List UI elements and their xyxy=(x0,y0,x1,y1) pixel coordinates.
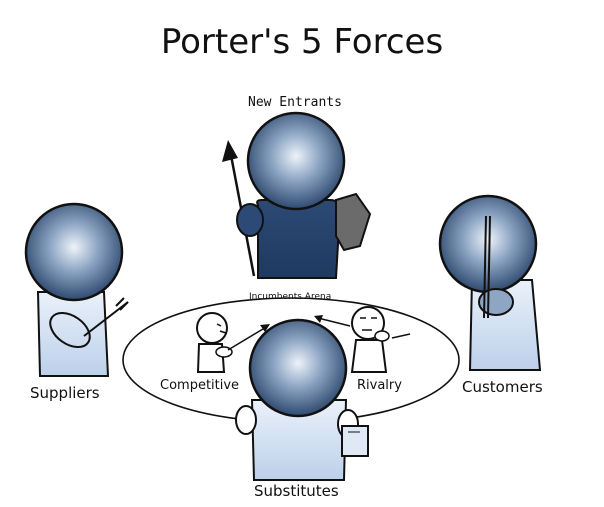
label-suppliers: Suppliers xyxy=(30,384,100,402)
rival-left-figure xyxy=(196,312,270,373)
label-competitive: Competitive xyxy=(160,378,240,393)
new-entrants-figure xyxy=(222,111,372,279)
label-incumbents-arena: Incumbents Arena xyxy=(249,292,332,302)
label-customers: Customers xyxy=(462,378,543,396)
label-rivalry: Rivalry xyxy=(357,378,402,393)
diagram-title: Porter's 5 Forces xyxy=(160,22,444,62)
label-substitutes: Substitutes xyxy=(254,482,339,500)
customers-figure xyxy=(438,194,542,371)
rival-right-figure xyxy=(314,306,411,373)
label-new-entrants: New Entrants xyxy=(248,95,342,110)
suppliers-figure xyxy=(24,202,129,377)
substitutes-figure xyxy=(235,318,369,481)
